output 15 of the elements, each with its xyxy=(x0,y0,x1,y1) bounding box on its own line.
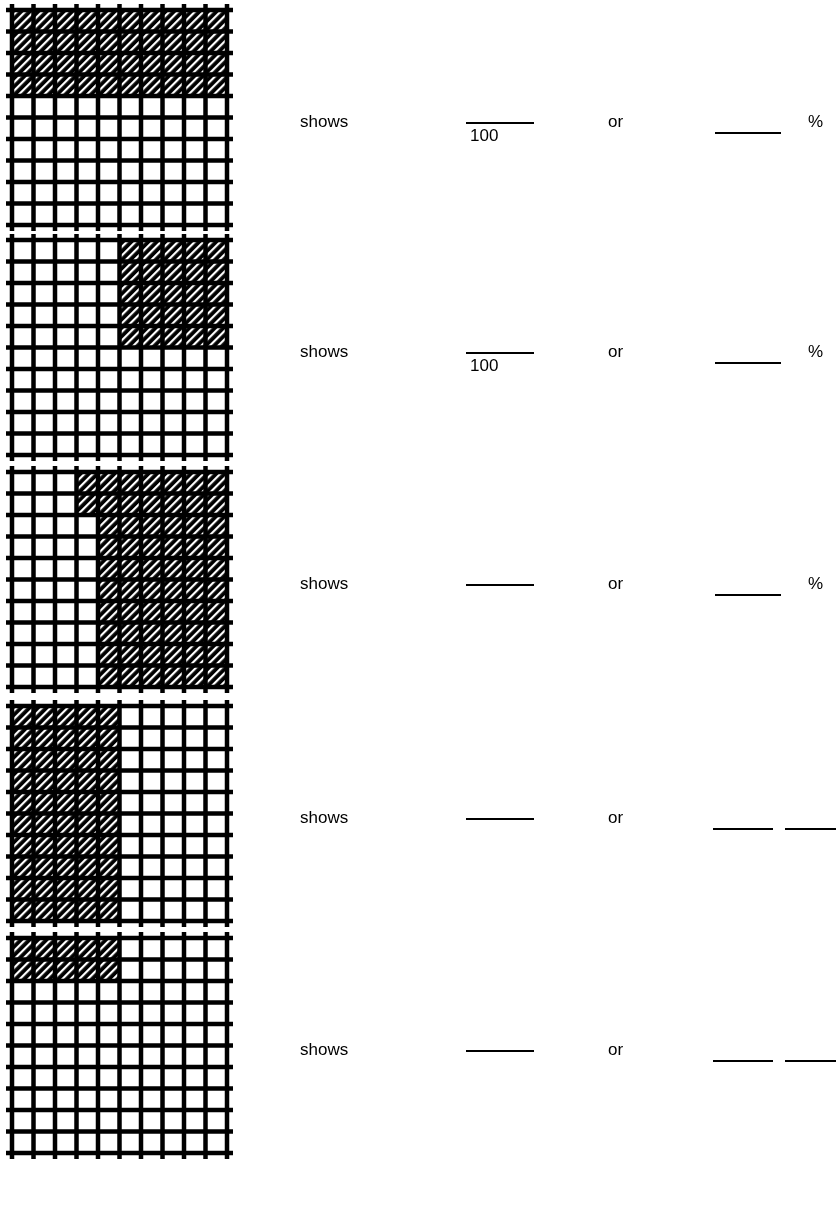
denominator: 100 xyxy=(470,356,499,376)
word: shows xyxy=(300,574,349,594)
word: or xyxy=(608,342,624,362)
word: shows xyxy=(300,342,349,362)
denominator: 100 xyxy=(470,126,499,146)
word: or xyxy=(608,808,624,828)
word: shows xyxy=(300,1040,349,1060)
word: shows xyxy=(300,808,349,828)
percent-sign: % xyxy=(808,342,824,362)
word: or xyxy=(608,1040,624,1060)
word: or xyxy=(608,112,624,132)
percent-sign: % xyxy=(808,574,824,594)
word: or xyxy=(608,574,624,594)
word: shows xyxy=(300,112,349,132)
percent-sign: % xyxy=(808,112,824,132)
